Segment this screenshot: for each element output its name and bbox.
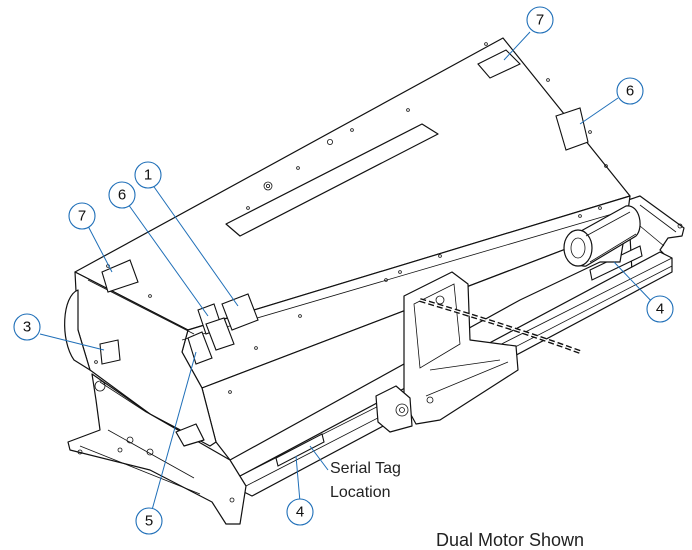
svg-text:4: 4	[296, 504, 304, 521]
decal-7-left	[101, 259, 139, 293]
decal-7-top	[477, 49, 521, 79]
svg-text:6: 6	[626, 83, 634, 100]
diagram-caption: Dual Motor Shown	[436, 530, 584, 550]
svg-text:5: 5	[145, 513, 153, 530]
rail-decal-serial	[275, 433, 325, 467]
decal-6-right	[555, 107, 589, 151]
shaft-block	[375, 385, 413, 433]
rail-decal-right	[589, 245, 643, 281]
svg-text:7: 7	[536, 12, 544, 29]
callout-1: 1	[134, 161, 162, 189]
callout-4-right: 4	[646, 295, 674, 323]
roll-cylinder	[64, 289, 91, 371]
decal-5	[187, 331, 213, 365]
leader-lines	[39, 31, 657, 511]
callout-3: 3	[13, 313, 41, 341]
motor-end-cap	[563, 229, 593, 267]
decal-1	[221, 293, 259, 331]
svg-text:3: 3	[23, 319, 31, 336]
svg-text:6: 6	[118, 187, 126, 204]
decal-6-left-b	[205, 317, 235, 351]
serial-tag-label-line2: Location	[330, 484, 391, 501]
callout-7-top: 7	[526, 6, 554, 34]
callout-7-left: 7	[68, 202, 96, 230]
callout-6-right: 6	[616, 77, 644, 105]
motor-assembly	[563, 205, 641, 267]
decal-3	[99, 339, 121, 365]
serial-tag-label-line1: Serial Tag	[330, 460, 401, 477]
left-mounting-bracket	[67, 373, 247, 525]
center-clamp	[375, 271, 519, 433]
svg-text:4: 4	[656, 301, 664, 318]
top-slot	[225, 123, 439, 237]
housing-body	[64, 37, 631, 461]
callout-6-left: 6	[108, 181, 136, 209]
svg-text:1: 1	[144, 167, 152, 184]
svg-text:7: 7	[78, 208, 86, 225]
callout-5: 5	[135, 507, 163, 535]
callout-4-bottom: 4	[286, 498, 314, 526]
